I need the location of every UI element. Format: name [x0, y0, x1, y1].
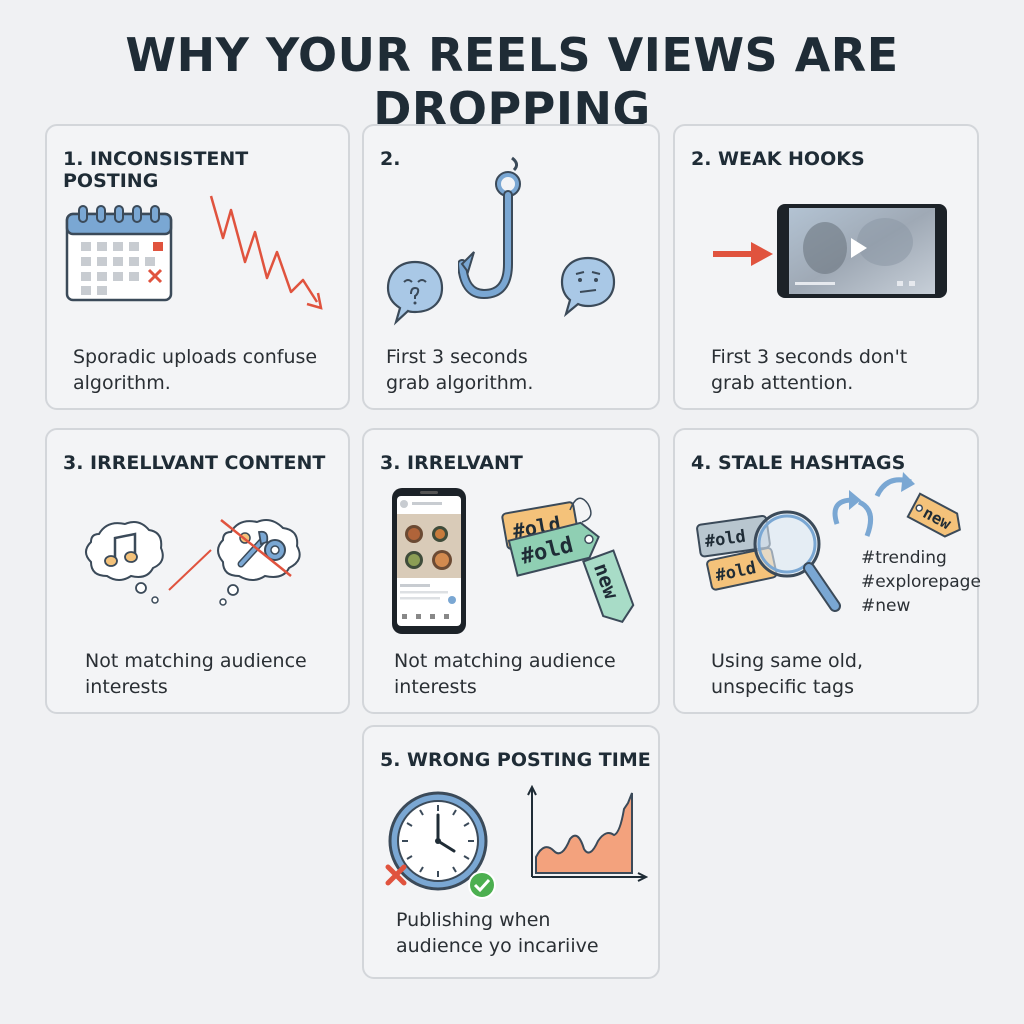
card-description: Sporadic uploads confuse algorithm. [73, 346, 318, 394]
card-description: Using same old, unspecific tags [711, 650, 864, 698]
card-title: 5. WRONG POSTING TIME [380, 749, 651, 771]
clock-icon [385, 791, 496, 899]
card-title: 4. STALE HASHTAGS [691, 452, 906, 474]
music-thought-bubble-icon [85, 521, 164, 604]
card-description: Not matching audience interests [394, 650, 616, 698]
video-player-icon[interactable] [775, 202, 950, 302]
hashtag-new: #new [861, 596, 911, 616]
card-title: 3. IRRELLVANT CONTENT [63, 452, 326, 474]
card-description: First 3 seconds don't grab attention. [711, 346, 908, 394]
card-inconsistent-posting: 1. INCONSISTENT POSTING Sporadic uploads… [45, 124, 350, 410]
pointer-arrow-icon [713, 242, 773, 266]
hashtag-search-icon: #old #old [696, 510, 841, 612]
card-irrelevant: 3. IRRELVANT #old #old new [362, 428, 660, 714]
tools-thought-bubble-icon [217, 519, 301, 606]
card-title: 2. WEAK HOOKS [691, 148, 865, 170]
card-description: Not matching audience interests [85, 650, 307, 698]
audience-activity-chart-icon [527, 785, 648, 882]
confused-speech-bubble-icon [386, 260, 444, 326]
card-hook-algorithm: 2. First 3 seconds grab algorithm. [362, 124, 660, 410]
phone-feed-icon [392, 488, 466, 634]
card-description: Publishing when audience yo incariive [396, 909, 599, 957]
card-stale-hashtags: 4. STALE HASHTAGS #old #old new #trendin… [673, 428, 981, 714]
old-new-tags-icon: #old #old new [501, 497, 635, 624]
calendar-icon [65, 205, 173, 302]
card-wrong-posting-time: 5. WRONG POSTING TIME Publishing when au… [362, 725, 660, 979]
hashtag-explorepage: #explorepage [861, 572, 981, 592]
new-tag-icon: new [906, 492, 961, 538]
refresh-arrows-icon [832, 472, 915, 537]
hashtag-trending: #trending [861, 548, 947, 568]
divider-slash [168, 549, 212, 591]
card-title: 1. INCONSISTENT POSTING [63, 148, 249, 192]
card-description: First 3 seconds grab algorithm. [386, 346, 534, 394]
card-weak-hooks: 2. WEAK HOOKS First 3 seconds don't grab… [673, 124, 979, 410]
fishing-hook-icon [458, 156, 521, 300]
card-title: 2. [380, 148, 401, 170]
declining-trend-arrow-icon [209, 195, 323, 310]
card-irrelevant-content: 3. IRRELLVANT CONTENT Not matching audie… [45, 428, 350, 714]
page-title: WHY YOUR REELS VIEWS ARE DROPPING [125, 28, 899, 136]
card-title: 3. IRRELVANT [380, 452, 523, 474]
skeptical-speech-bubble-icon [560, 256, 616, 318]
